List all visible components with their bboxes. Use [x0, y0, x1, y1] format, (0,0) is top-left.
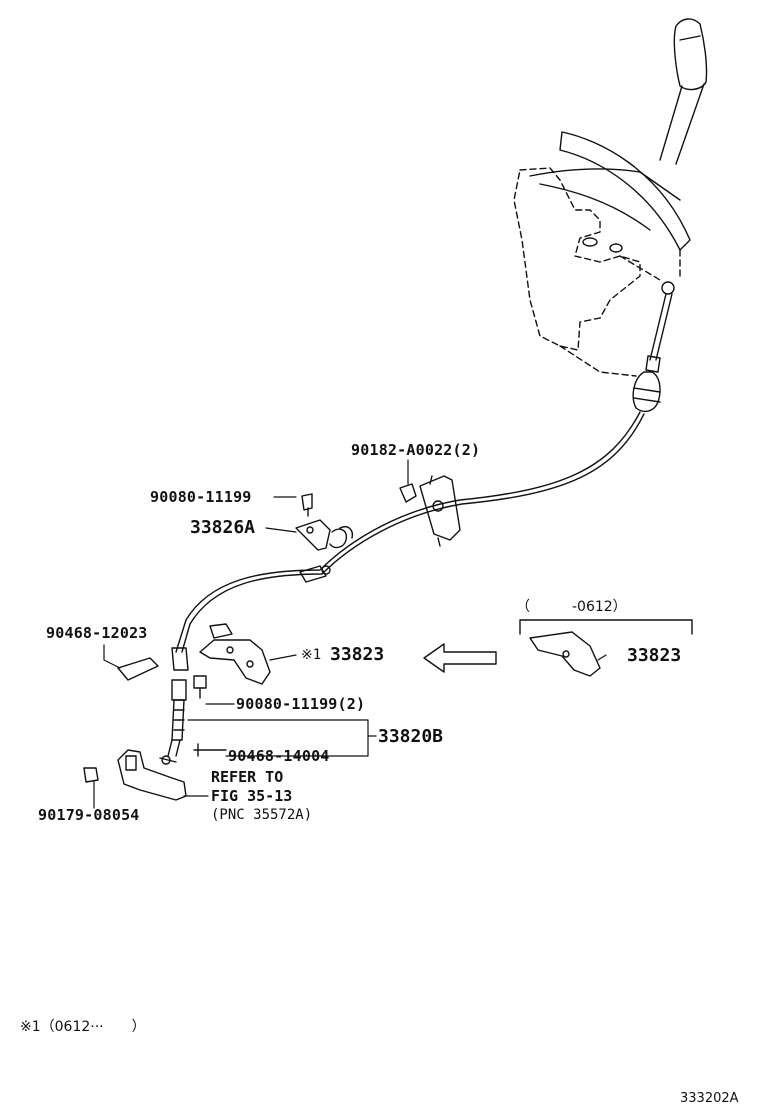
figure-id: 333202A — [680, 1091, 739, 1106]
part-label-90179-08054: 90179-08054 — [38, 806, 140, 824]
cable-bracket — [399, 475, 461, 547]
cable-lower-end — [159, 647, 189, 765]
arrow-left — [423, 643, 497, 673]
part-label-90468-14004: 90468-14004 — [228, 747, 330, 765]
part-label-90182-a0022: 90182-A0022(2) — [351, 441, 481, 459]
part-label-33820b: 33820B — [378, 726, 444, 747]
cable-upper-end — [632, 281, 675, 413]
cable-bracket-33823 — [199, 623, 271, 685]
shift-cable — [175, 411, 641, 653]
part-label-33826a: 33826A — [190, 517, 256, 538]
part-label-33823-main: 33823 — [330, 644, 385, 665]
footnote-mark: ※1 — [301, 647, 322, 663]
lever-plate — [83, 749, 187, 801]
footnote: ※1（0612··· ） — [20, 1019, 146, 1035]
inset-range-label: （ -0612） — [516, 599, 627, 615]
part-label-90080-11199-top: 90080-11199 — [150, 488, 252, 506]
shift-lever-housing — [513, 131, 691, 377]
inset-bracket — [529, 631, 601, 677]
refer-line-3: (PNC 35572A) — [211, 807, 313, 823]
part-label-90468-12023: 90468-12023 — [46, 624, 148, 642]
clip-12023 — [117, 657, 159, 681]
part-label-90080-11199-bottom: 90080-11199(2) — [236, 695, 366, 713]
shift-knob — [659, 18, 708, 165]
part-label-33823-inset: 33823 — [627, 645, 682, 666]
refer-line-1: REFER TO — [211, 768, 284, 786]
leader-lines — [93, 459, 607, 809]
cable-clamp — [295, 493, 354, 551]
refer-line-2: FIG 35-13 — [211, 787, 293, 805]
